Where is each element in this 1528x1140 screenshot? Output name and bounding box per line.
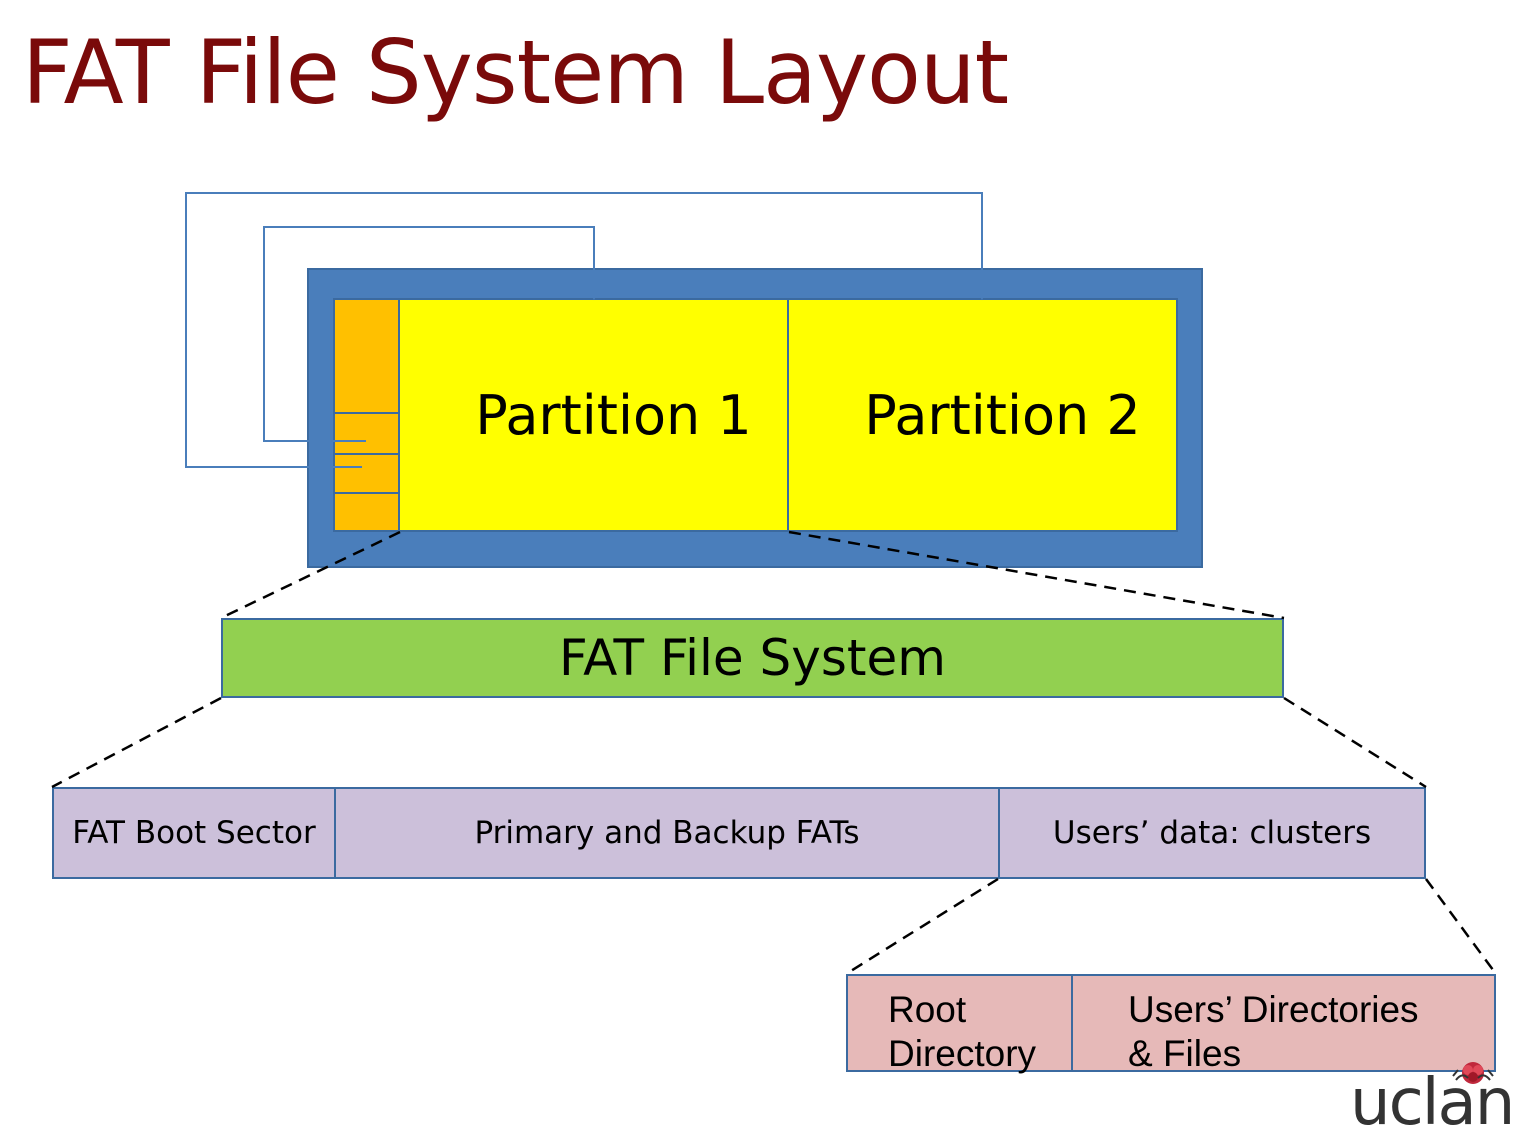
uclan-logo: uclan [1348, 1056, 1524, 1138]
users-files-label-line1: Users’ Directories [1128, 989, 1419, 1030]
partition-1-label: Partition 1 [475, 383, 752, 447]
pointer-line-partition-1 [263, 226, 595, 442]
fats-label: Primary and Backup FATs [474, 815, 860, 851]
zoom-line [1424, 878, 1498, 975]
users-files-label-line2: & Files [1128, 1033, 1242, 1074]
boot-sector-block: FAT Boot Sector [52, 787, 336, 879]
page-title: FAT File System Layout [22, 21, 1009, 124]
clusters-label: Users’ data: clusters [1052, 815, 1372, 851]
zoom-line [220, 530, 401, 620]
root-directory-label-line2: Directory [888, 1033, 1037, 1074]
fat-file-system-label: FAT File System [559, 629, 946, 687]
partition-2-block: Partition 2 [787, 298, 1178, 532]
logo-text: uclan [1350, 1066, 1515, 1140]
partition-entry-divider [335, 412, 398, 414]
partition-2-label: Partition 2 [864, 383, 1141, 447]
zoom-line [51, 696, 222, 789]
zoom-line [845, 877, 999, 976]
fats-block: Primary and Backup FATs [334, 787, 1000, 879]
partition-1-block: Partition 1 [398, 298, 789, 532]
arrowhead-partition-2 [974, 283, 990, 301]
zoom-line [1283, 696, 1427, 789]
fat-file-system-block: FAT File System [221, 618, 1284, 698]
clusters-block: Users’ data: clusters [998, 787, 1426, 879]
root-directory-label-line1: Root [888, 989, 967, 1030]
rose-icon [1452, 1062, 1494, 1084]
partition-table-block [333, 298, 400, 532]
zoom-line [788, 530, 1285, 620]
arrowhead-partition-1 [586, 283, 602, 301]
users-files-block: Users’ Directories & Files [1071, 974, 1496, 1074]
partition-entry-divider [335, 453, 398, 455]
partition-entry-divider [335, 492, 398, 494]
boot-sector-label: FAT Boot Sector [72, 815, 316, 851]
pointer-line-partition-2 [185, 192, 983, 468]
